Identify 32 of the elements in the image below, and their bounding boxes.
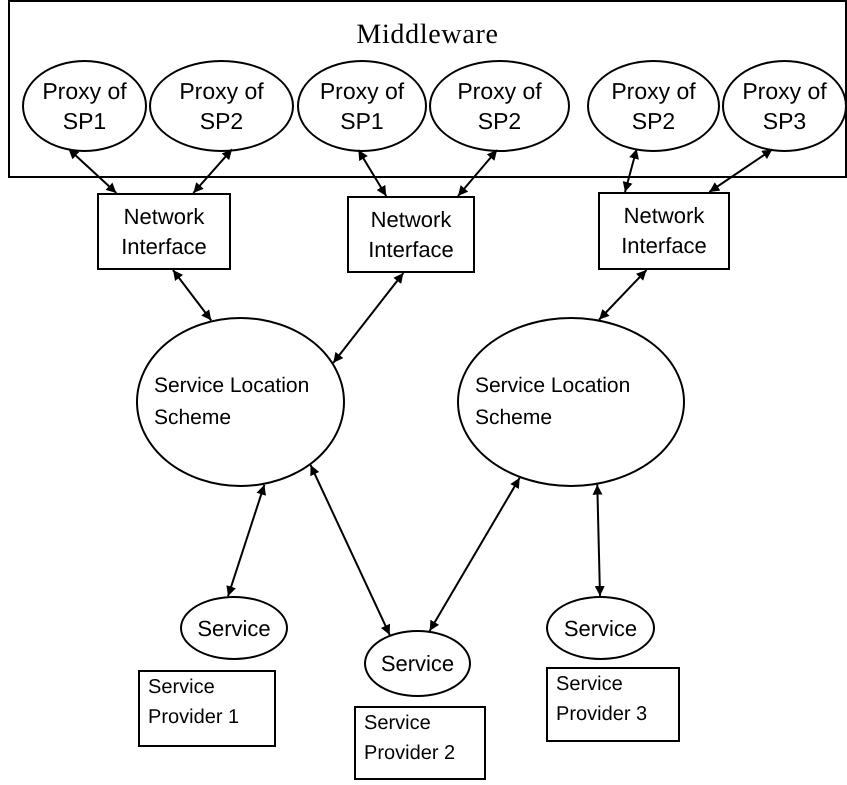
double-arrow xyxy=(68,148,118,194)
provider-box: Service Provider 1 xyxy=(138,670,276,747)
proxy-oval: Proxy of SP1 xyxy=(22,60,147,152)
interface-box: Network Interface xyxy=(598,192,730,270)
double-arrow xyxy=(592,484,605,596)
middleware-box xyxy=(8,0,847,178)
double-arrow xyxy=(172,269,212,321)
double-arrow xyxy=(622,148,639,192)
proxy-oval: Proxy of SP3 xyxy=(722,60,847,152)
double-arrow xyxy=(226,484,266,596)
service-oval: Service xyxy=(180,596,288,660)
proxy-oval: Proxy of SP2 xyxy=(429,60,570,152)
double-arrow xyxy=(310,464,391,636)
double-arrow xyxy=(598,269,648,320)
double-arrow xyxy=(332,272,404,364)
double-arrow xyxy=(457,149,498,197)
double-arrow xyxy=(192,148,233,194)
double-arrow xyxy=(358,149,388,197)
service-oval: Service xyxy=(364,630,471,697)
interface-box: Network Interface xyxy=(97,193,231,270)
location-ellipse: Service Location Scheme xyxy=(457,317,685,487)
proxy-oval: Proxy of SP2 xyxy=(149,60,294,152)
location-ellipse: Service Location Scheme xyxy=(136,317,345,487)
frame-title: Middleware xyxy=(356,18,499,52)
interface-box: Network Interface xyxy=(347,196,475,273)
double-arrow xyxy=(708,148,773,193)
double-arrow xyxy=(428,477,521,632)
provider-box: Service Provider 2 xyxy=(354,706,486,780)
service-oval: Service xyxy=(546,596,655,660)
provider-box: Service Provider 3 xyxy=(546,667,680,742)
proxy-oval: Proxy of SP2 xyxy=(587,60,720,152)
proxy-oval: Proxy of SP1 xyxy=(297,60,427,152)
